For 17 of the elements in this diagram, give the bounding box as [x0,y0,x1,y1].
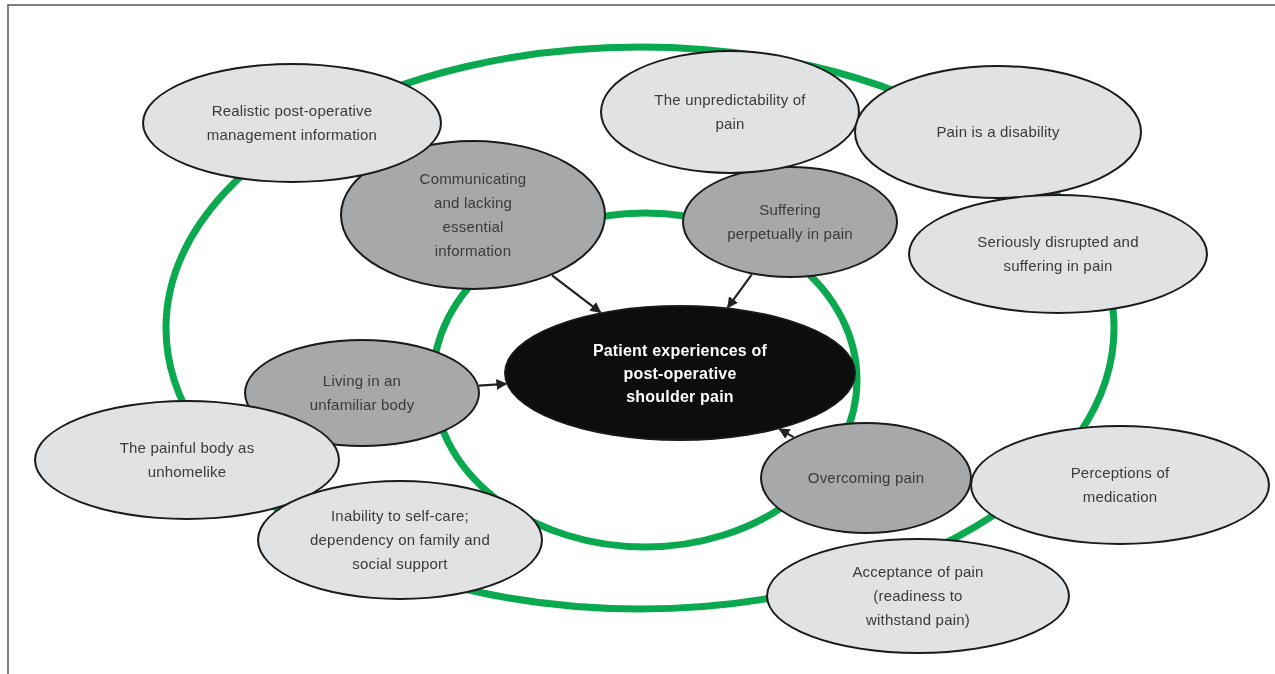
theme-label: Overcoming pain [807,468,925,488]
arrow [778,428,795,439]
theme-label: Communicating and lacking essential information [418,169,528,261]
arrow [551,274,602,314]
theme-label: Realistic post-operative management information [205,101,379,145]
theme-label: Seriously disrupted and suffering in pain [976,232,1140,276]
theme-label: Suffering perpetually in pain [726,200,854,244]
arrow [478,379,508,391]
arrow [726,273,753,309]
theme-label: Patient experiences of post-operative shoulder pain [592,340,768,407]
theme-label: The unpredictability of pain [653,90,807,134]
theme-label: Acceptance of pain (readiness to withstand pain) [851,562,985,630]
theme-label: Pain is a disability [936,122,1060,142]
theme-label: Perceptions of medication [1069,463,1171,507]
theme-label: Living in an unfamiliar body [308,371,416,415]
theme-label: Inability to self-care; dependency on family and social support [309,506,491,574]
theme-label: The painful body as unhomelike [118,438,256,482]
